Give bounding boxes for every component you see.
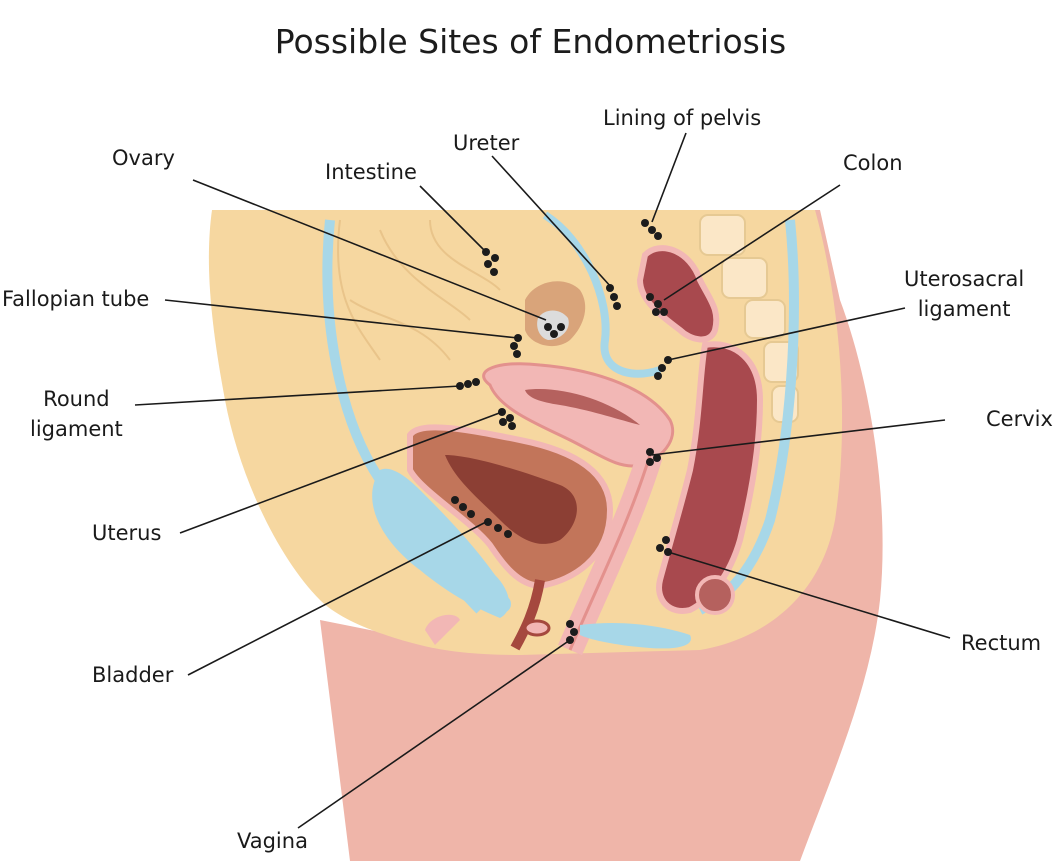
label-round-line1: Round [43,387,110,411]
label-uterosacral-ligament: Uterosacral ligament [904,264,1024,324]
vagina-inner [568,454,652,651]
label-colon: Colon [843,151,903,175]
label-uterosacral-line2: ligament [917,297,1011,321]
uterus-cavity [525,389,640,425]
rectum-end [695,575,735,615]
ureter-upper [542,211,662,378]
intestine-folds [337,219,501,361]
label-intestine: Intestine [325,160,417,184]
blue-lobe [372,468,510,618]
page-title: Possible Sites of Endometriosis [274,22,787,61]
label-uterosacral-line1: Uterosacral [904,267,1025,291]
small-oval [523,619,551,637]
bladder-inner [445,455,577,544]
label-uterus: Uterus [92,521,162,545]
leader-lines [134,132,951,829]
small-lobe [425,614,460,645]
small-pill [485,595,511,613]
urethra [510,579,545,651]
rectum [656,341,764,614]
label-bladder: Bladder [92,663,174,687]
label-fallopian-tube: Fallopian tube [2,287,150,311]
label-rectum: Rectum [961,631,1042,655]
lesion-dots [451,219,672,644]
label-round-ligament: Round ligament [30,384,123,444]
label-lining-of-pelvis: Lining of pelvis [603,106,762,130]
lower-duct [580,623,691,649]
label-ureter: Ureter [453,131,520,155]
label-cervix: Cervix [986,407,1053,431]
ovary-core [537,310,569,340]
label-ovary: Ovary [112,146,175,170]
label-round-line2: ligament [30,417,123,441]
uterus [482,362,675,468]
label-vagina: Vagina [237,829,308,853]
